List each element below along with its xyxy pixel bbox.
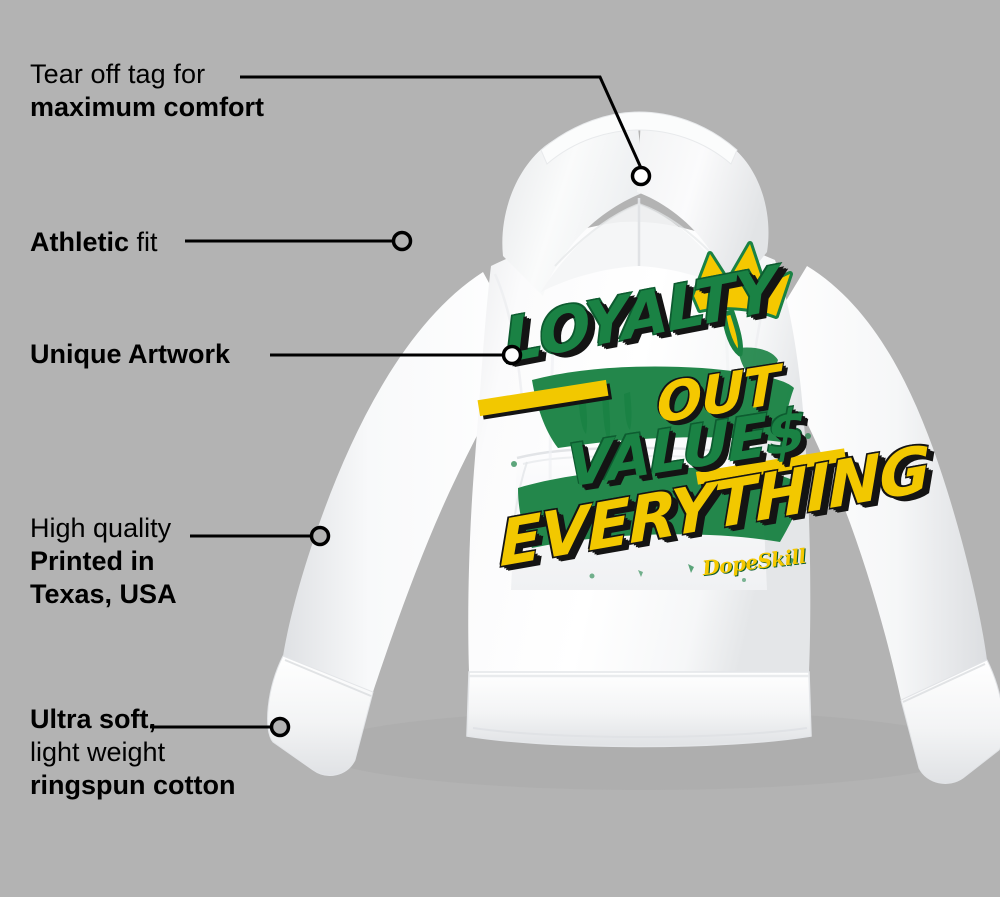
crown-icon bbox=[691, 241, 793, 357]
callout-fit-bold: Athletic bbox=[30, 227, 130, 257]
left-sleeve bbox=[283, 272, 527, 692]
callout-tag-line-2: maximum comfort bbox=[30, 91, 265, 122]
callout-print-line-2: Printed in bbox=[30, 545, 155, 576]
callout-fit-regular: fit bbox=[129, 227, 158, 257]
callout-artwork-line: Unique Artwork bbox=[30, 339, 231, 369]
chest-graphic: LOYALTY VALUE$ OUT EVERYTHING DopeSkill bbox=[477, 238, 930, 598]
right-sleeve bbox=[761, 266, 987, 700]
green-brush-backdrop bbox=[504, 241, 811, 582]
callout-printed-in-texas: High quality Printed in Texas, USA bbox=[30, 512, 177, 611]
callout-ultra-soft: Ultra soft, light weight ringspun cotton bbox=[30, 703, 235, 802]
callout-tear-off-tag: Tear off tag for maximum comfort bbox=[30, 58, 264, 124]
callout-print-line-3: Texas, USA bbox=[30, 578, 177, 609]
hood-right-panel bbox=[637, 117, 769, 294]
callout-fit-line: Athletic fit bbox=[30, 226, 158, 259]
callout-unique-artwork: Unique Artwork bbox=[30, 338, 230, 371]
callout-print-line-1: High quality bbox=[30, 513, 172, 543]
callout-soft-line-2: light weight bbox=[30, 736, 166, 767]
callout-soft-line-3: ringspun cotton bbox=[30, 769, 236, 800]
callout-soft-line-1: Ultra soft, bbox=[30, 704, 157, 734]
callout-athletic-fit: Athletic fit bbox=[30, 226, 158, 259]
hem-band bbox=[466, 671, 812, 748]
callout-tag-line-1: Tear off tag for bbox=[30, 59, 206, 89]
